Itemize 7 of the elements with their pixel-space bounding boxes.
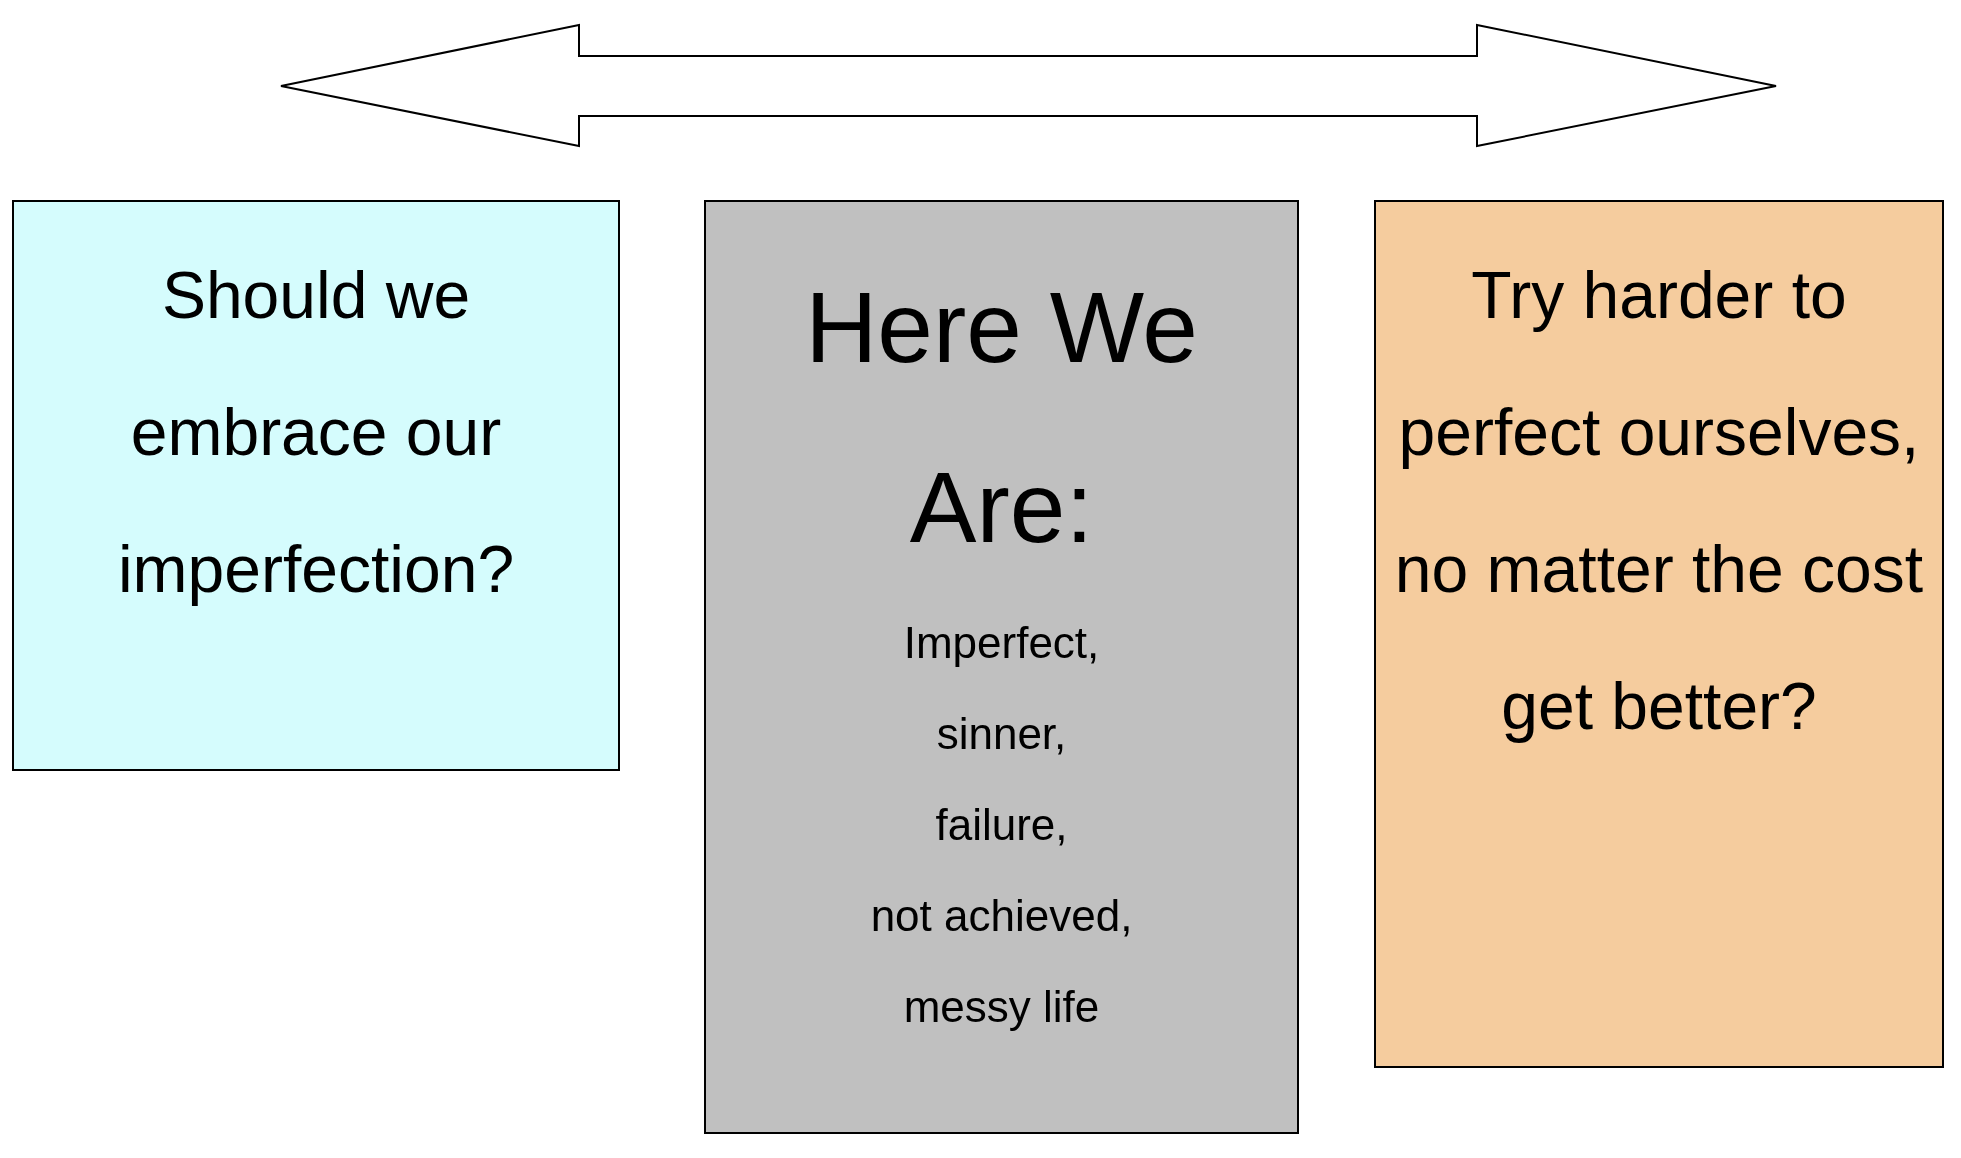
heading-text: Here We Are: — [804, 270, 1199, 565]
description-text: Imperfect, sinner, failure, not achieved, messy life — [869, 617, 1134, 1033]
question-text: Should we embrace our imperfection? — [116, 257, 516, 608]
text-box — [12, 200, 620, 771]
question-text: Try harder to perfect ourselves, no matter the cost get better? — [1394, 257, 1924, 745]
text-box — [704, 200, 1299, 1134]
text-box — [1374, 200, 1944, 1068]
